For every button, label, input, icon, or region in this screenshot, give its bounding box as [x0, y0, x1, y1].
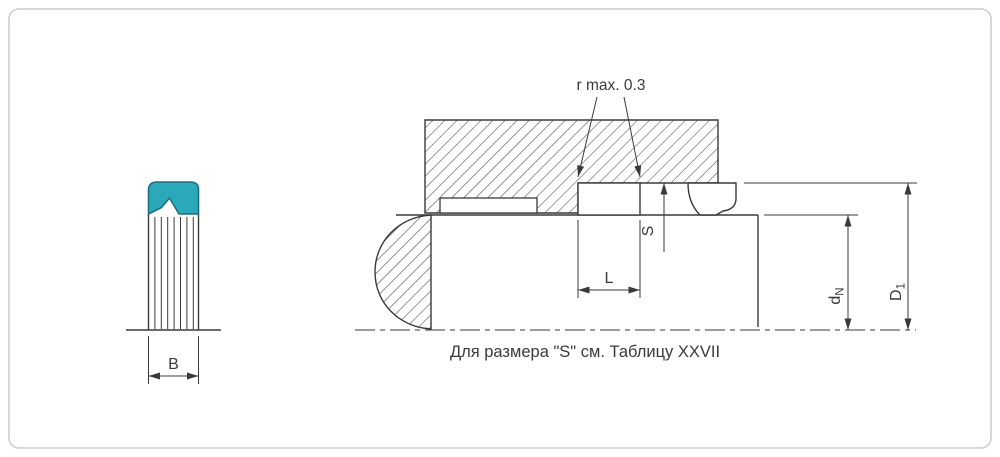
dimension-l-extension-lines [577, 220, 641, 298]
dimension-d1: D1 [744, 182, 917, 330]
dimension-d1-label: D1 [888, 283, 908, 301]
installation-view: r max. 0.3 L S dN D1 Для размера [355, 77, 917, 361]
dimension-dn: dN [764, 214, 858, 330]
seal-lip-profile [147, 181, 200, 215]
radius-leader-right [623, 96, 642, 178]
wiper-lip-profile [687, 182, 737, 216]
dimension-b-label: B [168, 356, 179, 373]
guide-bushing [439, 197, 538, 214]
radius-leader-left [577, 96, 598, 178]
radius-callout: r max. 0.3 [577, 77, 646, 178]
dimension-s: S [640, 183, 668, 252]
seal-cross-section: B [126, 181, 221, 384]
dimension-l-label: L [605, 270, 614, 287]
seal-in-groove [577, 182, 641, 216]
dimension-s-label: S [640, 226, 657, 237]
seal-body-outline [147, 214, 200, 330]
seal-body-layers [154, 217, 194, 329]
radius-callout-label: r max. 0.3 [577, 77, 646, 94]
dimension-dn-label: dN [827, 287, 847, 304]
dimension-l: L [577, 220, 641, 298]
dimension-b: B [148, 336, 199, 384]
shaft-surface-line [396, 214, 759, 327]
page-border [8, 8, 992, 449]
footnote-text: Для размера "S" см. Таблицу XXVII [450, 343, 720, 361]
shaft-section [374, 214, 432, 330]
